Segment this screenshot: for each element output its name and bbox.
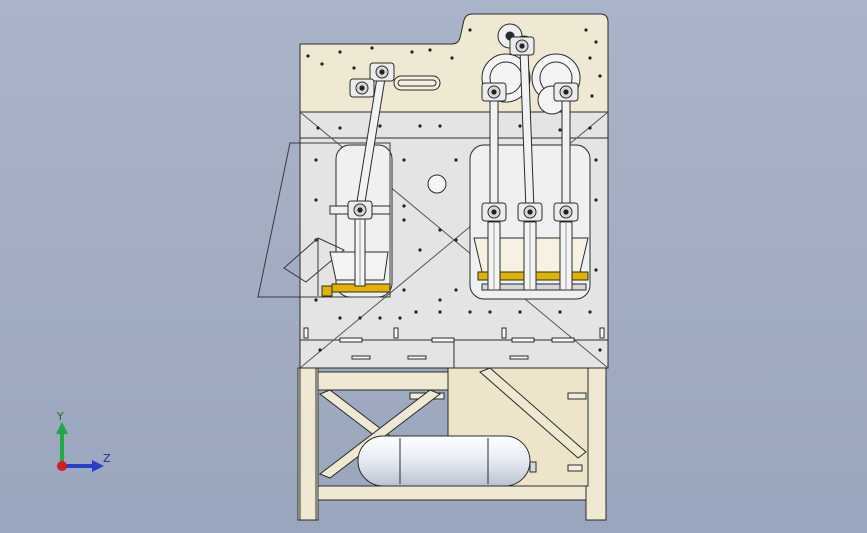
clevis-joint (509, 36, 535, 56)
rivet (438, 124, 442, 128)
rivet (418, 248, 422, 252)
rivet (428, 48, 432, 52)
rivet (414, 310, 418, 314)
left-leg (297, 367, 319, 521)
clevis-joint (553, 202, 579, 222)
rivet (438, 310, 442, 314)
pneumatic-cylinder (487, 221, 501, 291)
right-leg (585, 367, 607, 521)
rivet (594, 158, 598, 162)
rivet (454, 158, 458, 162)
rivet (314, 158, 318, 162)
rivet (450, 56, 454, 60)
rivet (518, 310, 522, 314)
rivet (594, 268, 598, 272)
rivet (598, 348, 602, 352)
rivet (316, 126, 320, 130)
y-axis-label: Y (56, 410, 64, 423)
rivet (378, 124, 382, 128)
rivet (468, 310, 472, 314)
rivet (338, 50, 342, 54)
rivet (590, 94, 594, 98)
clevis-joint (347, 200, 373, 220)
rivet (410, 50, 414, 54)
gas-tank (357, 435, 537, 487)
rivet (438, 228, 442, 232)
rivet (584, 28, 588, 32)
pneumatic-cylinder (559, 221, 573, 291)
clevis-joint (481, 202, 507, 222)
rivet (558, 128, 562, 132)
rivet (418, 124, 422, 128)
rivet (402, 218, 406, 222)
rivet (468, 28, 472, 32)
rivet (358, 316, 362, 320)
rivet (594, 40, 598, 44)
clevis-joint (481, 82, 507, 102)
rivet (438, 298, 442, 302)
rivet (306, 54, 310, 58)
rivet (314, 198, 318, 202)
rivet (398, 316, 402, 320)
rivet (402, 204, 406, 208)
rivet (558, 310, 562, 314)
rivet (518, 124, 522, 128)
clevis-joint (349, 78, 375, 98)
axis-triad: Y Z (56, 410, 111, 472)
rivet (370, 46, 374, 50)
rivet (488, 310, 492, 314)
rivet (588, 56, 592, 60)
rivet (588, 310, 592, 314)
rivet (454, 238, 458, 242)
rivet (454, 288, 458, 292)
rivet-pattern (306, 28, 602, 352)
rivet (352, 66, 356, 70)
rivet (598, 74, 602, 78)
rivet (338, 126, 342, 130)
clevis-joint (369, 62, 395, 82)
pneumatic-cylinder (354, 217, 366, 287)
rivet (378, 316, 382, 320)
rivet (314, 298, 318, 302)
actuator-linkages (347, 36, 579, 291)
clevis-joint (517, 202, 543, 222)
left-guard-door[interactable] (257, 142, 391, 298)
pneumatic-cylinder (523, 221, 537, 291)
rivet (402, 158, 406, 162)
rivet (320, 62, 324, 66)
clevis-joint (553, 82, 579, 102)
origin-marker (57, 461, 67, 471)
rivet (338, 316, 342, 320)
actuator-rod (561, 89, 571, 211)
rivet (318, 348, 322, 352)
rivet (402, 288, 406, 292)
actuator-rod (489, 89, 499, 211)
lower-crossbar (317, 485, 587, 501)
rivet (594, 198, 598, 202)
rivet (588, 126, 592, 130)
z-axis-label: Z (103, 452, 111, 465)
